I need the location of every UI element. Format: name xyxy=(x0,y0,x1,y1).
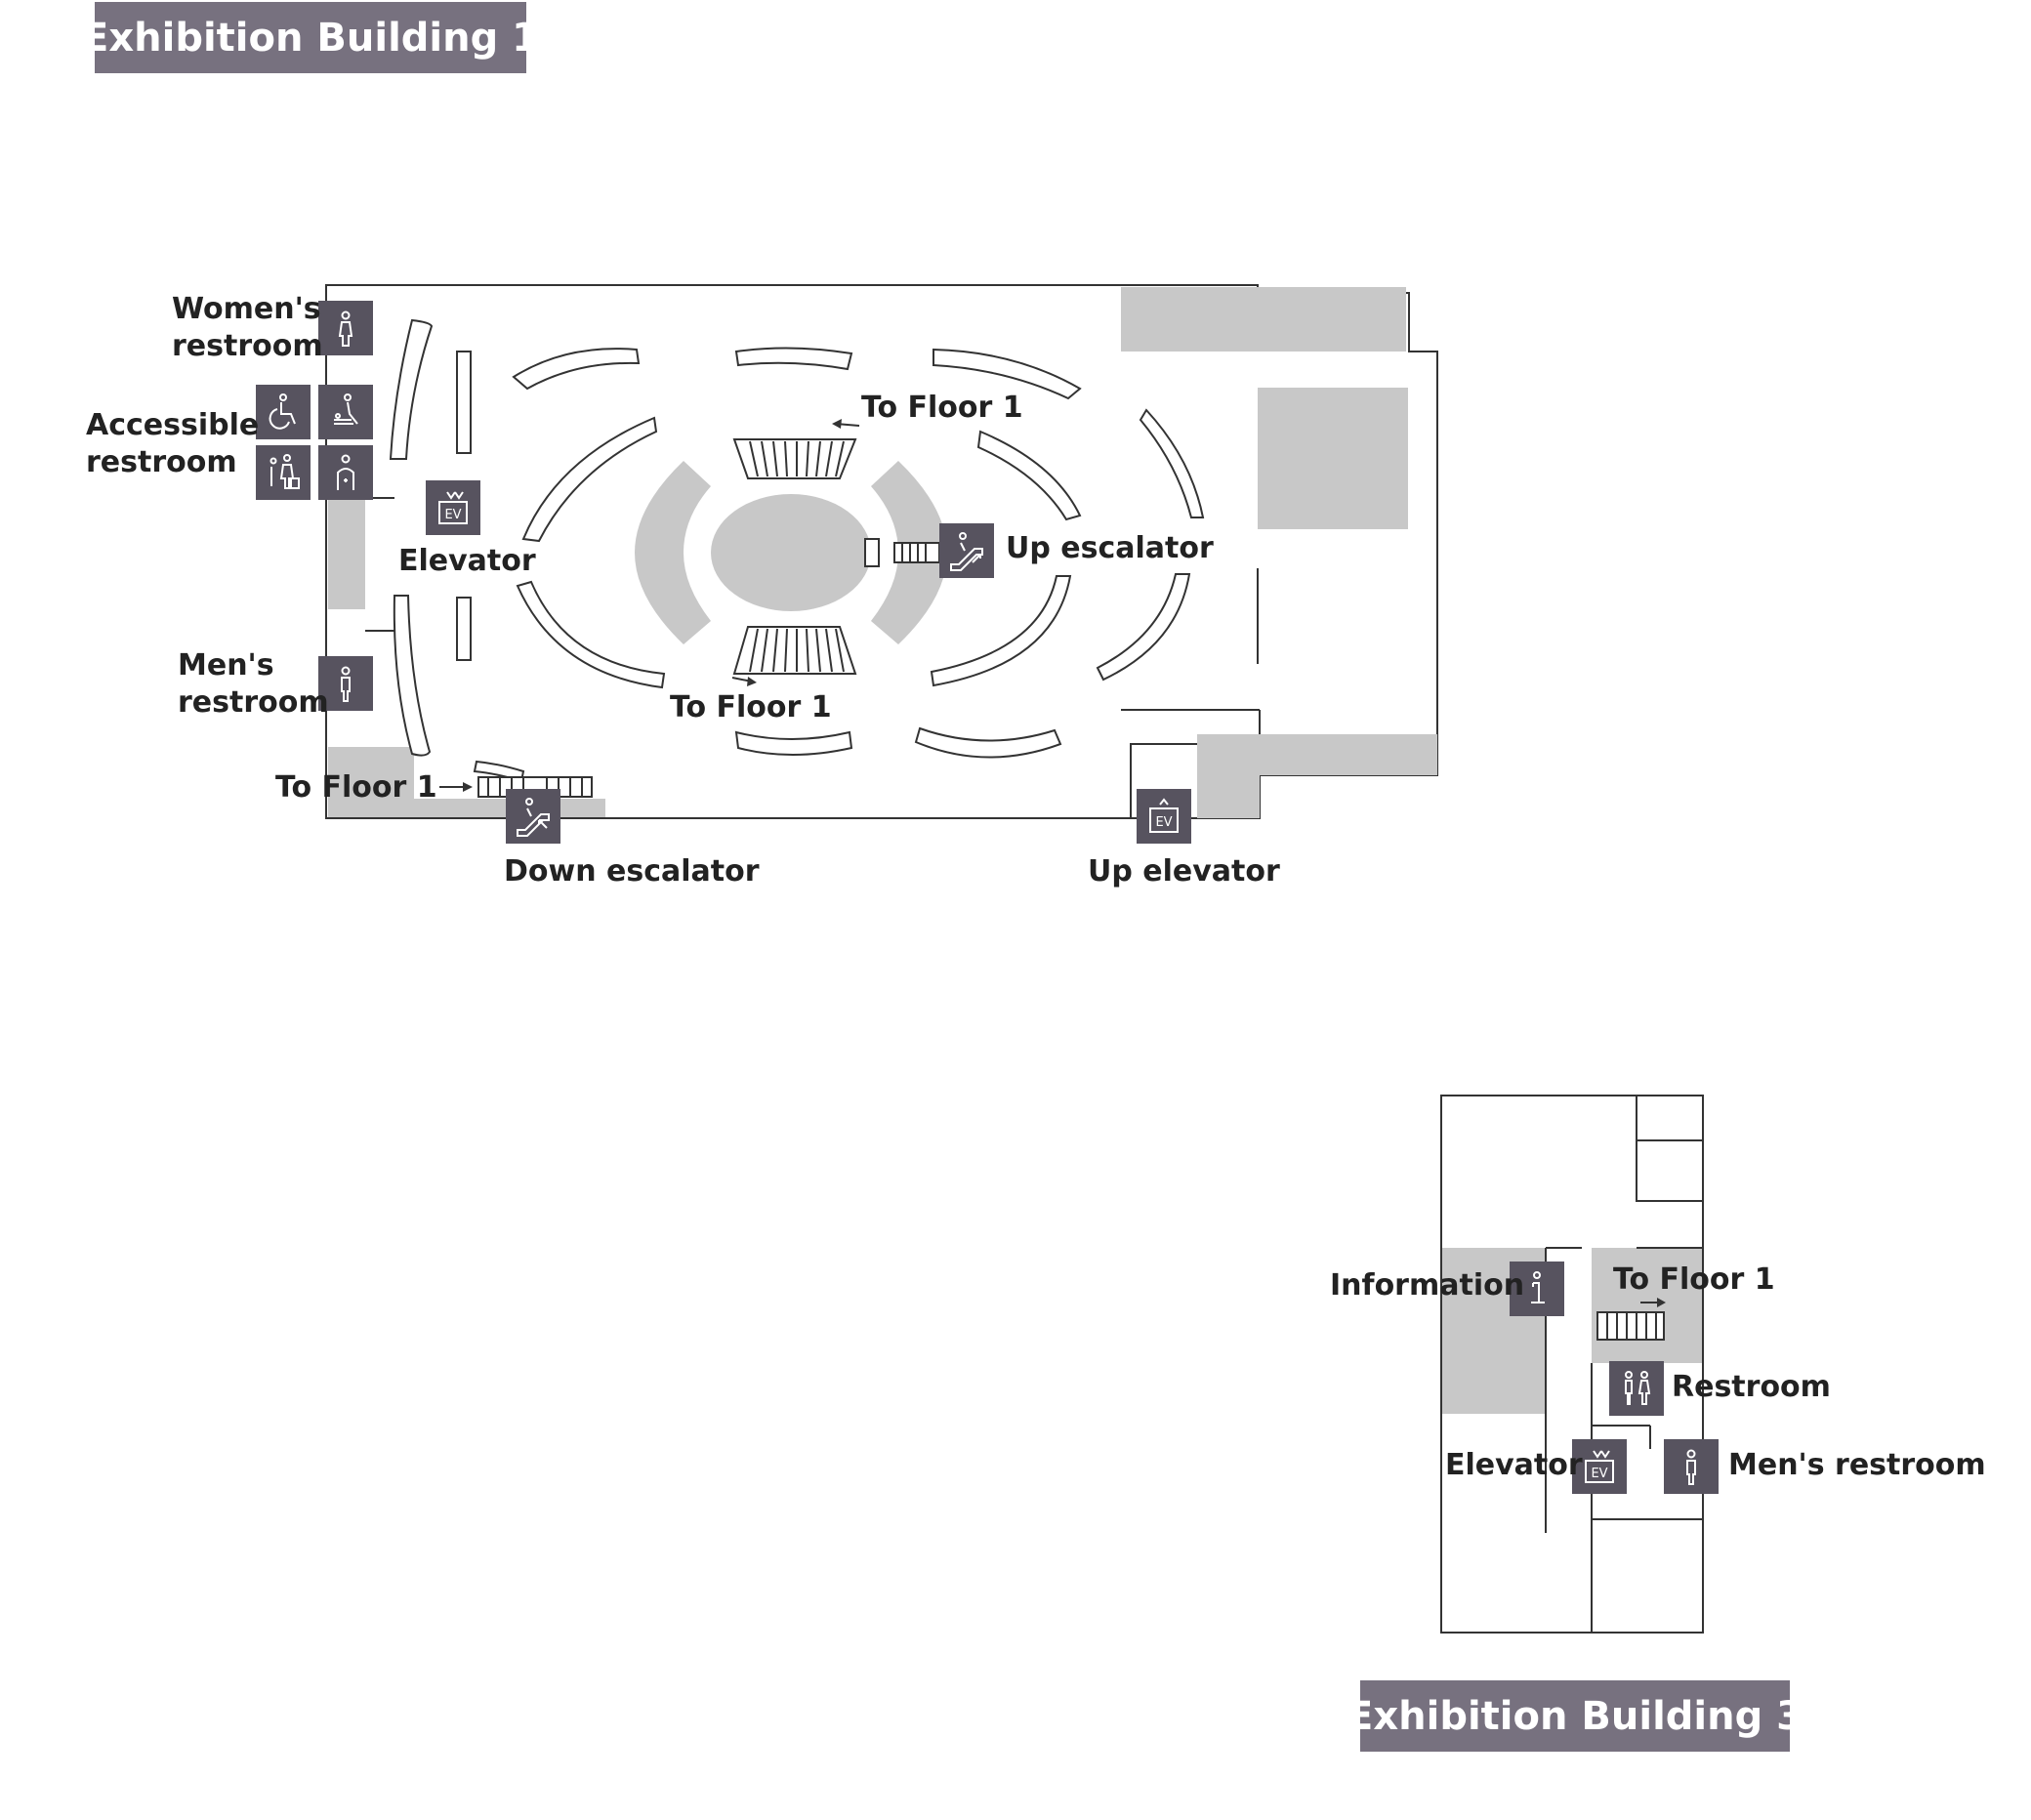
mens-restroom-b3-icon[interactable] xyxy=(1664,1439,1719,1494)
to-floor-1-bottom-label: To Floor 1 xyxy=(670,690,832,724)
ev-text: EV xyxy=(1155,815,1172,830)
mens-restroom-icon[interactable] xyxy=(318,656,373,711)
building-1-title: Exhibition Building 1 xyxy=(82,2,539,73)
wheelchair-icon[interactable] xyxy=(256,385,311,439)
building-1-plan xyxy=(325,284,1438,819)
up-escalator-label: Up escalator xyxy=(1006,531,1214,565)
up-elevator-label: Up elevator xyxy=(1088,854,1280,889)
restroom-b3-label: Restroom xyxy=(1672,1370,1831,1404)
information-icon[interactable] xyxy=(1510,1262,1564,1316)
information-label: Information xyxy=(1330,1268,1525,1303)
building-3-title: Exhibition Building 3 xyxy=(1347,1680,1803,1752)
restroom-icon[interactable] xyxy=(1609,1361,1664,1416)
to-floor-1-left-label: To Floor 1 xyxy=(275,770,437,805)
ev-text: EV xyxy=(444,508,461,522)
mens-restroom-b1-label: Men's restroom xyxy=(178,648,329,720)
arrow-icon xyxy=(731,677,757,686)
womens-restroom-label: Women's restroom xyxy=(172,292,323,363)
arrow-icon xyxy=(832,419,860,429)
family-restroom-icon[interactable] xyxy=(256,445,311,500)
womens-restroom-icon[interactable] xyxy=(318,301,373,355)
to-floor-1-top-label: To Floor 1 xyxy=(861,391,1023,425)
ostomate-icon[interactable] xyxy=(318,445,373,500)
accessible-restroom-label: Accessible restroom xyxy=(86,408,260,479)
elevator-b3-icon[interactable]: EV xyxy=(1572,1439,1627,1494)
down-escalator-icon[interactable] xyxy=(506,789,560,844)
mens-restroom-b3-label: Men's restroom xyxy=(1728,1448,1986,1482)
elevator-b3-label: Elevator xyxy=(1445,1448,1583,1482)
arrow-icon xyxy=(1640,1298,1666,1307)
arrow-icon xyxy=(439,782,473,792)
baby-changing-icon[interactable] xyxy=(318,385,373,439)
down-escalator-label: Down escalator xyxy=(504,854,760,889)
to-floor-1-b3-label: To Floor 1 xyxy=(1613,1262,1775,1297)
elevator-b1-icon[interactable]: EV xyxy=(426,480,480,535)
ev-text: EV xyxy=(1591,1467,1607,1481)
elevator-b1-label: Elevator xyxy=(398,544,536,578)
up-elevator-icon[interactable]: EV xyxy=(1137,789,1191,844)
up-escalator-icon[interactable] xyxy=(939,523,994,578)
